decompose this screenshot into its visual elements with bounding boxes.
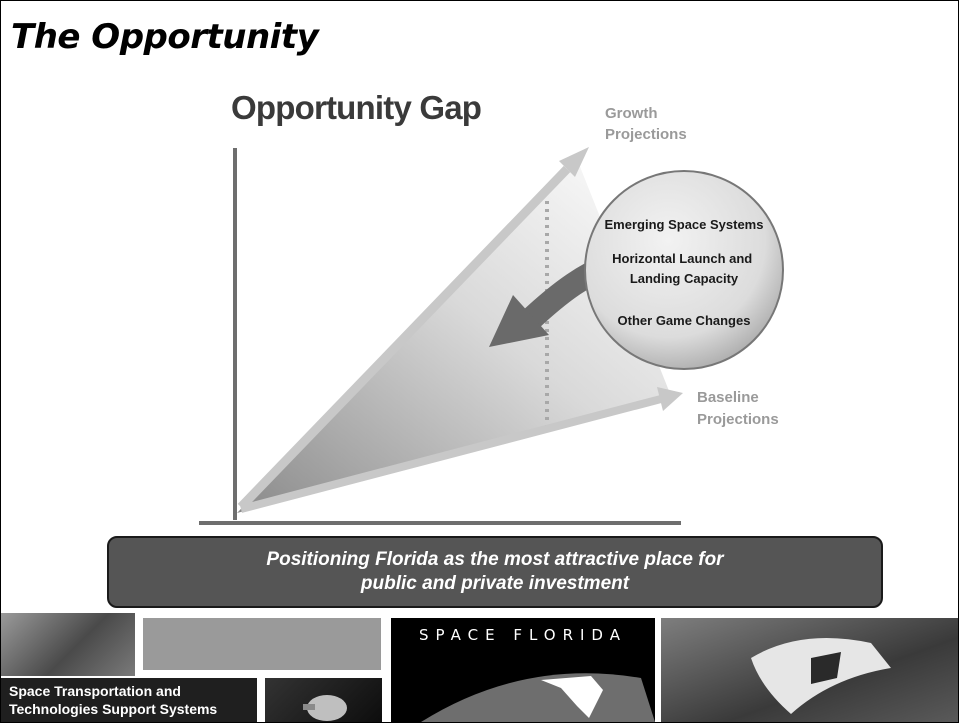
banner-line-1: Positioning Florida as the most attracti…: [266, 549, 724, 570]
x-axis: [199, 521, 681, 525]
circle-item-other-game-changes: Other Game Changes: [618, 313, 751, 328]
spaceplane-icon: [751, 638, 891, 714]
growth-projections-label: Growth Projections: [605, 105, 687, 143]
baseline-projection-arrow: [239, 395, 663, 513]
circle-item-horizontal-launch: Horizontal Launch and Landing Capacity: [612, 251, 756, 286]
capsule-icon: [303, 695, 347, 721]
footer-tile-label-line-1: Space Transportation and: [9, 683, 181, 699]
growth-projection-arrow: [237, 165, 571, 511]
game-changer-circle: [584, 170, 784, 370]
footer-tile-label: Space Transportation and Technologies Su…: [1, 678, 257, 722]
growth-arrowhead: [559, 147, 589, 177]
capsule-photo: [265, 678, 382, 722]
earth-horizon-icon: [421, 673, 655, 722]
y-axis: [233, 148, 237, 520]
investment-banner: Positioning Florida as the most attracti…: [107, 536, 883, 608]
space-florida-brand: SPACE FLORIDA: [419, 626, 627, 644]
baseline-projections-label: Baseline Projections: [697, 389, 779, 428]
astronaut-photo: [1, 613, 135, 676]
banner-line-2: public and private investment: [360, 573, 630, 594]
slide-title: The Opportunity: [11, 17, 319, 57]
spaceplane-photo: [661, 618, 958, 722]
gray-band: [143, 618, 381, 670]
space-florida-logo: SPACE FLORIDA: [391, 618, 655, 722]
diagram-heading: Opportunity Gap: [231, 89, 481, 126]
curved-arrowhead: [489, 295, 549, 347]
baseline-arrowhead: [657, 387, 683, 411]
footer-tile-label-line-2: Technologies Support Systems: [9, 701, 218, 717]
circle-item-emerging-space-systems: Emerging Space Systems: [605, 217, 764, 232]
